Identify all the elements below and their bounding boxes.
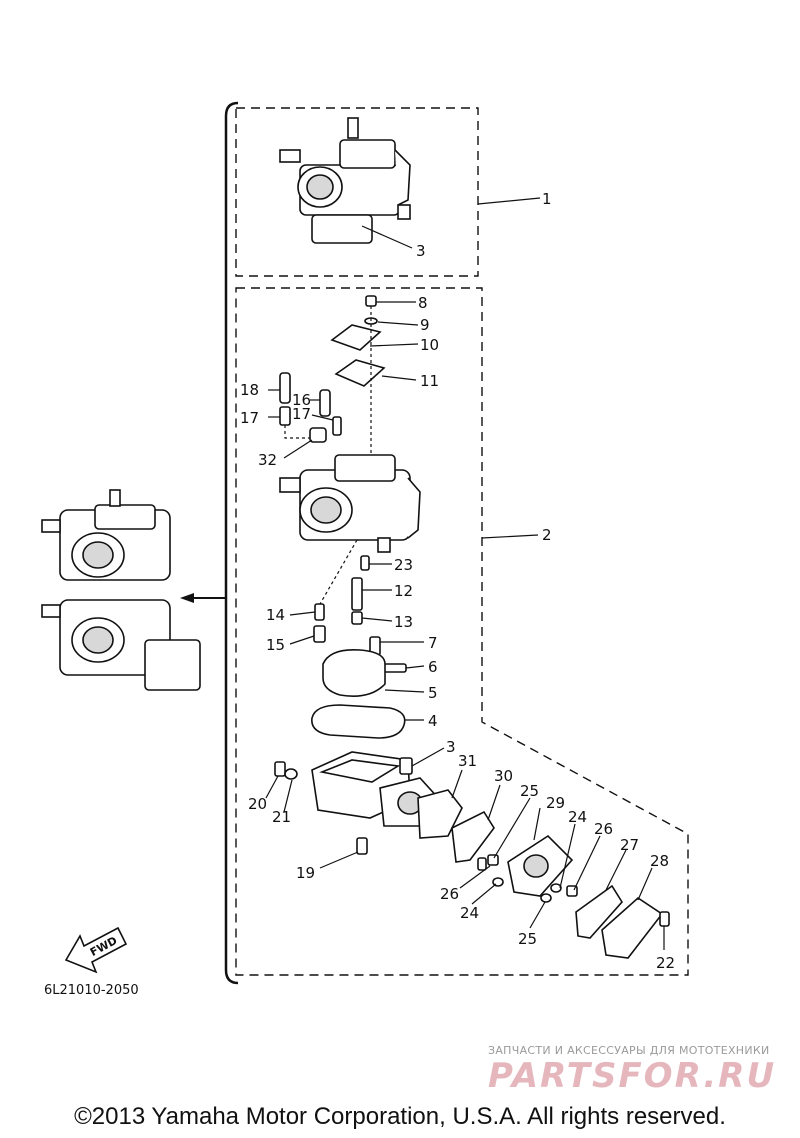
- callout-13: 13: [394, 613, 413, 631]
- callout-1: 1: [542, 190, 552, 208]
- callout-24-top: 24: [568, 808, 587, 826]
- callout-9: 9: [420, 316, 430, 334]
- callout-23: 23: [394, 556, 413, 574]
- carburetor-assembly-icon: [279, 117, 411, 244]
- callout-18: 18: [240, 381, 259, 399]
- callout-28: 28: [650, 852, 669, 870]
- callout-29: 29: [546, 794, 565, 812]
- callout-25-top: 25: [520, 782, 539, 800]
- callout-12: 12: [394, 582, 413, 600]
- callout-26-top: 26: [594, 820, 613, 838]
- callout-17-left: 17: [240, 409, 259, 427]
- callout-10: 10: [420, 336, 439, 354]
- callout-labels: 1 3 2 8 9 10 11 18 16 17 17 32 23 12 13 …: [240, 190, 675, 972]
- pair-pointer-head: [180, 593, 194, 603]
- assembly-bracket: [224, 101, 239, 985]
- callout-31: 31: [458, 752, 477, 770]
- diaphragm-30: [451, 810, 495, 863]
- bowl-screws: [274, 761, 298, 780]
- diagram-code: 6L21010-2050: [44, 983, 139, 998]
- callout-8: 8: [418, 294, 428, 312]
- pump-gasket-27: [575, 884, 623, 939]
- watermark-logo: PARTSFOR.RU: [488, 1056, 777, 1096]
- callout-3-bowl: 3: [446, 738, 456, 756]
- callout-5: 5: [428, 684, 438, 702]
- callout-6: 6: [428, 658, 438, 676]
- cover-parts: [330, 295, 386, 470]
- callout-7: 7: [428, 634, 438, 652]
- leader-lines: [265, 197, 665, 950]
- screw-22: [659, 911, 670, 927]
- callout-22: 22: [656, 954, 675, 972]
- callout-20: 20: [248, 795, 267, 813]
- callout-19: 19: [296, 864, 315, 882]
- float-parts: [322, 636, 407, 697]
- gasket-31: [417, 789, 463, 839]
- callout-25-bottom: 25: [518, 930, 537, 948]
- callout-11: 11: [420, 372, 439, 390]
- float-bowl-gasket: [311, 704, 406, 739]
- callout-21: 21: [272, 808, 291, 826]
- callout-27: 27: [620, 836, 639, 854]
- callout-4: 4: [428, 712, 438, 730]
- fuel-pump-icon: [477, 834, 578, 903]
- callout-24-bottom: 24: [460, 904, 479, 922]
- assembly-1-box: [235, 107, 479, 277]
- carburetor-pair-icon: [41, 489, 201, 691]
- callout-26-bottom: 26: [440, 885, 459, 903]
- carburetor-body-icon: [279, 454, 421, 553]
- callout-2: 2: [542, 526, 552, 544]
- watermark-tagline: ЗАПЧАСТИ И АКСЕССУАРЫ ДЛЯ МОТОТЕХНИКИ: [488, 1044, 770, 1057]
- screw-parts: [279, 372, 342, 443]
- fwd-arrow-icon: FWD: [64, 926, 128, 974]
- callout-30: 30: [494, 767, 513, 785]
- jet-parts: [313, 539, 370, 643]
- copyright-notice: ©2013 Yamaha Motor Corporation, U.S.A. A…: [74, 1103, 726, 1130]
- float-bowl-icon: [311, 751, 442, 855]
- callout-16: 16: [292, 391, 311, 409]
- callout-32: 32: [258, 451, 277, 469]
- assembly-2-box: [235, 287, 689, 976]
- pump-cover-28: [601, 896, 664, 959]
- callout-3-top: 3: [416, 242, 426, 260]
- callout-15: 15: [266, 636, 285, 654]
- callout-17-right: 17: [292, 405, 311, 423]
- callout-14: 14: [266, 606, 285, 624]
